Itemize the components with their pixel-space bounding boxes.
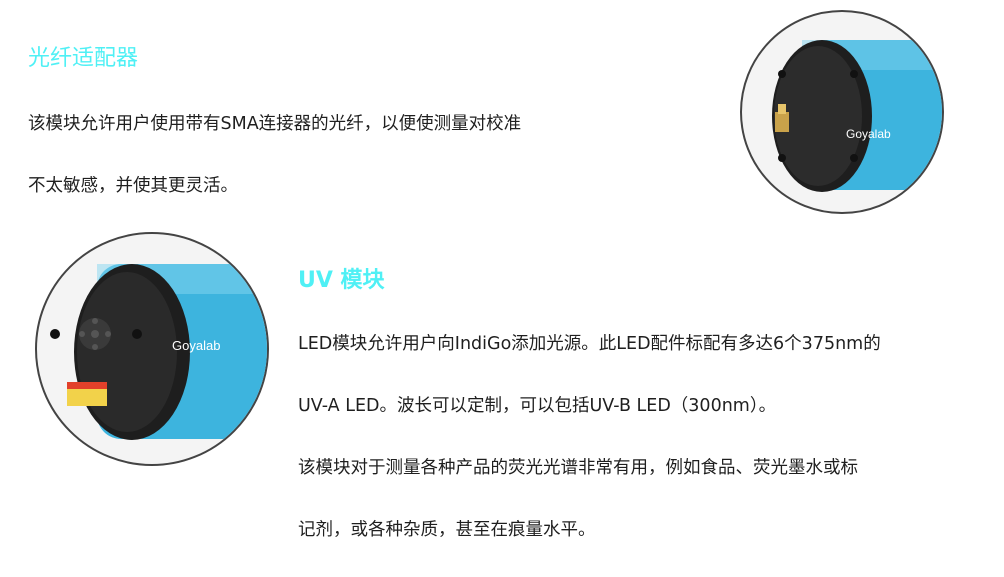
goyalab-logo: Goyalab [846,127,891,141]
text-line: 记剂，或各种杂质，甚至在痕量水平。 [298,520,596,540]
text-line: 该模块允许用户使用带有SMA连接器的光纤，以便使测量对校准 [28,114,522,134]
text-line: UV-A LED。波长可以定制，可以包括UV-B LED（300nm）。 [298,396,777,416]
section-title-fiber-adapter: 光纤适配器 [28,46,139,71]
uv-module-image: Goyalab [35,232,269,466]
uv-module-description: LED模块允许用户向IndiGo添加光源。此LED配件标配有多达6个375nm的… [298,298,881,577]
text-line: 该模块对于测量各种产品的荧光光谱非常有用，例如食品、荧光墨水或标 [298,458,858,478]
text-line: LED模块允许用户向IndiGo添加光源。此LED配件标配有多达6个375nm的 [298,334,881,354]
fiber-adapter-description: 该模块允许用户使用带有SMA连接器的光纤，以便使测量对校准 不太敏感，并使其更灵… [28,78,521,233]
goyalab-logo: Goyalab [172,338,220,353]
text-line: 不太敏感，并使其更灵活。 [28,176,238,196]
section-title-uv-module: UV 模块 [298,268,385,293]
fiber-adapter-image: Goyalab [740,10,944,214]
